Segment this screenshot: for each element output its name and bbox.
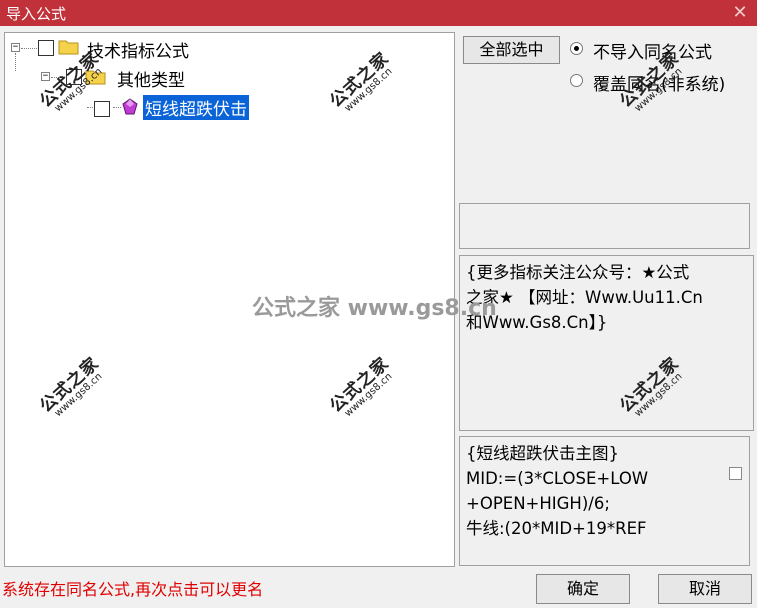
formula-code-panel[interactable]: {短线超跌伏击主图} MID:=(3*CLOSE+LOW +OPEN+HIGH)… — [459, 436, 750, 566]
ok-button[interactable]: 确定 — [536, 574, 630, 604]
radio-no-import-same-name[interactable] — [570, 42, 583, 55]
code-line: 牛线:(20*MID+19*REF — [466, 519, 647, 538]
radio-overwrite-same-name-label[interactable]: 覆盖同名(非系统) — [593, 75, 726, 95]
radio-overwrite-same-name[interactable] — [570, 74, 583, 87]
description-panel[interactable]: {更多指标关注公众号：★公式 之家★ 【网址：Www.Uu11.Cn 和Www.… — [459, 255, 754, 431]
description-line: {更多指标关注公众号：★公式 — [466, 263, 690, 282]
tree-line — [15, 53, 16, 71]
tree-node-other-types[interactable]: 其他类型 — [117, 71, 185, 91]
tree-line — [21, 48, 37, 49]
radio-no-import-same-name-label[interactable]: 不导入同名公式 — [593, 43, 712, 63]
close-icon[interactable]: ✕ — [732, 2, 748, 23]
folder-icon — [85, 70, 106, 85]
tree-node-formula-selected[interactable]: 短线超跌伏击 — [143, 95, 249, 120]
description-line: 之家★ 【网址：Www.Uu11.Cn — [466, 288, 703, 307]
group-collapse-icon[interactable]: − — [41, 71, 50, 81]
empty-input-box[interactable] — [459, 203, 750, 249]
root-checkbox[interactable] — [38, 40, 54, 56]
status-message: 系统存在同名公式,再次点击可以更名 — [2, 580, 264, 599]
group-checkbox[interactable] — [66, 69, 82, 85]
cancel-button[interactable]: 取消 — [658, 574, 752, 604]
formula-checkbox[interactable] — [94, 101, 110, 117]
tree-line — [113, 107, 121, 108]
description-line: 和Www.Gs8.Cn】} — [466, 313, 608, 332]
title-bar: 导入公式 ✕ — [0, 0, 757, 26]
code-line: +OPEN+HIGH)/6; — [466, 494, 610, 513]
tree-line — [51, 77, 65, 78]
window-title: 导入公式 — [6, 5, 67, 23]
tree-line — [87, 107, 93, 108]
folder-icon — [58, 40, 79, 55]
formula-tree[interactable]: − 技术指标公式 − 其他类型 短线超跌伏击 — [4, 32, 455, 567]
formula-gem-icon — [122, 98, 138, 115]
select-all-button[interactable]: 全部选中 — [463, 36, 560, 64]
code-line: {短线超跌伏击主图} — [466, 444, 619, 463]
center-watermark: 公式之家 www.gs8.cn — [252, 296, 497, 321]
scroll-checkbox[interactable] — [729, 467, 742, 480]
root-collapse-icon[interactable]: − — [11, 42, 20, 52]
code-line: MID:=(3*CLOSE+LOW — [466, 469, 649, 488]
tree-node-technical-indicators[interactable]: 技术指标公式 — [87, 42, 189, 62]
